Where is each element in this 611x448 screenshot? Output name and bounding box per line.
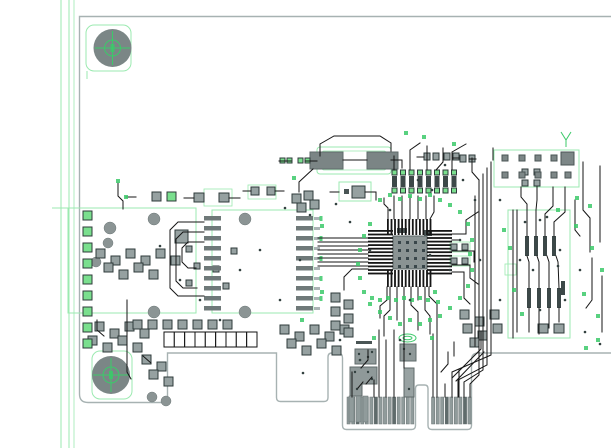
green-vias: [116, 131, 604, 350]
board-outline: [78, 15, 611, 431]
bracket-lines: [52, 0, 75, 448]
loop-area: [174, 229, 238, 290]
right-resistor-arrays[interactable]: [525, 236, 565, 334]
soic-footprint[interactable]: [204, 216, 323, 311]
footprint-outlines: [67, 24, 580, 400]
octagon-vias: [90, 212, 252, 407]
top-passive-row[interactable]: [391, 169, 457, 194]
bottom-components[interactable]: [348, 333, 417, 423]
mounting-hole-marks: [93, 31, 130, 392]
antenna-marker: [560, 131, 572, 147]
throughhole-pin-column[interactable]: [82, 191, 177, 349]
drill-dots: [158, 163, 602, 375]
right-top-connector[interactable]: [501, 151, 575, 179]
dip-switch[interactable]: [163, 331, 258, 348]
sub-component[interactable]: [344, 185, 366, 199]
qfp-chip[interactable]: [368, 219, 452, 287]
traces: [96, 135, 603, 398]
